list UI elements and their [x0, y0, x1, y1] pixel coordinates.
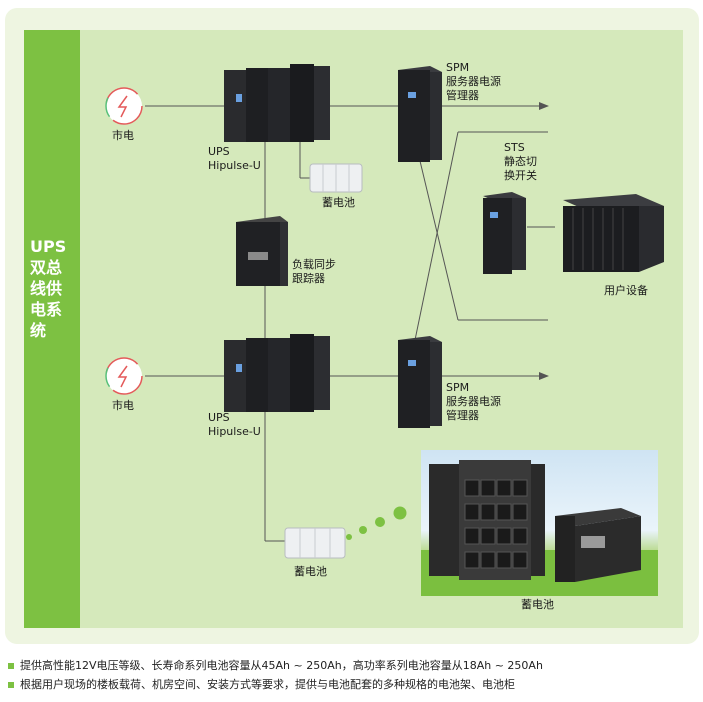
footer-line-2: 根据用户现场的楼板载荷、机房空间、安装方式等要求，提供与电池配套的多种规格的电池…: [8, 677, 515, 693]
lightning-icon: [105, 357, 143, 395]
lightning-icon: [105, 87, 143, 125]
label-ups-top: UPS Hipulse-U: [208, 145, 261, 172]
ups-cabinet-top: [224, 64, 330, 142]
label-battery-bottom: 蓄电池: [294, 565, 327, 578]
label-battery-top: 蓄电池: [322, 196, 355, 209]
label-spm-bottom: SPM 服务器电源 管理器: [446, 381, 501, 422]
label-sts: STS 静态切 换开关: [504, 141, 537, 182]
label-battery-photo: 蓄电池: [521, 598, 554, 611]
battery-photo: [421, 450, 658, 596]
label-mains-top: 市电: [112, 129, 134, 142]
battery-pack-bottom: [284, 527, 346, 559]
label-ups-bottom: UPS Hipulse-U: [208, 411, 261, 438]
footer-line-1: 提供高性能12V电压等级、长寿命系列电池容量从45Ah ~ 250Ah，高功率系…: [8, 658, 543, 674]
label-mains-bottom: 市电: [112, 399, 134, 412]
label-spm-top: SPM 服务器电源 管理器: [446, 61, 501, 102]
sidebar: [24, 30, 80, 628]
sidebar-title: UPS 双总 线供 电系 统: [30, 237, 67, 340]
spm-cabinet-bottom: [398, 336, 442, 428]
bullet-square-icon: [8, 663, 14, 669]
label-user-equipment: 用户设备: [604, 284, 648, 297]
sts-cabinet: [483, 192, 526, 274]
footer-text-2: 根据用户现场的楼板载荷、机房空间、安装方式等要求，提供与电池配套的多种规格的电池…: [20, 678, 515, 691]
battery-pack-top: [309, 163, 363, 193]
bullet-square-icon: [8, 682, 14, 688]
user-equipment-racks: [563, 194, 664, 272]
connector-dots: [346, 506, 407, 540]
footer-text-1: 提供高性能12V电压等级、长寿命系列电池容量从45Ah ~ 250Ah，高功率系…: [20, 659, 543, 672]
label-sync-tracker: 负载同步 跟踪器: [292, 258, 336, 285]
spm-cabinet-top: [398, 66, 442, 162]
ups-cabinet-bottom: [224, 334, 330, 412]
sync-tracker-unit: [236, 216, 288, 286]
